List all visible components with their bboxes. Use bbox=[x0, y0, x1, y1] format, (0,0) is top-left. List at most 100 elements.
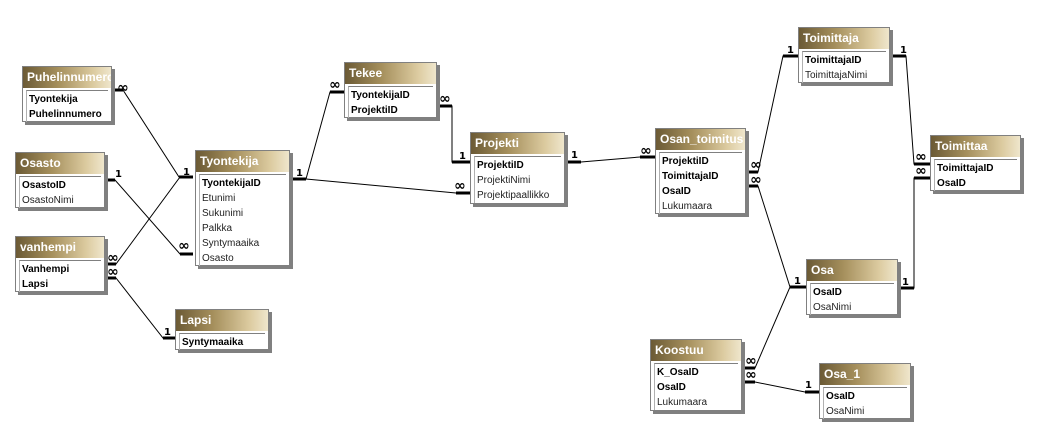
key-field[interactable]: Syntymaaika bbox=[182, 337, 244, 348]
cardinality-one: 1 bbox=[787, 45, 794, 56]
rel-tyontekija-tekee bbox=[290, 91, 344, 180]
key-field[interactable]: ToimittajaID bbox=[662, 171, 719, 182]
table-title[interactable]: Osa bbox=[807, 260, 897, 281]
field-list[interactable]: ProjektiID ToimittajaID OsaID Lukumaara bbox=[659, 152, 742, 214]
key-field[interactable]: Vanhempi bbox=[22, 264, 70, 275]
rel-tyontekija-projekti bbox=[290, 178, 470, 194]
rel-puhelinnumero-tyontekija bbox=[112, 89, 193, 178]
rel-osa-toimittaa bbox=[898, 177, 930, 289]
field[interactable]: ToimittajaNimi bbox=[805, 70, 868, 81]
key-field[interactable]: ToimittajaID bbox=[805, 55, 862, 66]
cardinality-many: ∞ bbox=[454, 178, 466, 194]
key-field[interactable]: ProjektiID bbox=[477, 160, 524, 171]
cardinality-many: ∞ bbox=[750, 157, 762, 173]
table-title[interactable]: Osan_toimitus bbox=[656, 129, 745, 150]
rel-toimittaja-toimittaa bbox=[890, 55, 930, 165]
key-field[interactable]: OsaID bbox=[657, 382, 686, 393]
cardinality-many: ∞ bbox=[439, 91, 451, 107]
table-title[interactable]: Osasto bbox=[16, 153, 104, 174]
cardinality-one: 1 bbox=[900, 45, 907, 56]
field-list[interactable]: K_OsaID OsaID Lukumaara bbox=[654, 363, 738, 410]
cardinality-many: ∞ bbox=[107, 250, 119, 266]
table-title[interactable]: Lapsi bbox=[176, 310, 268, 331]
table-title[interactable]: Puhelinnumero bbox=[23, 67, 111, 88]
cardinality-one: 1 bbox=[164, 327, 171, 338]
field[interactable]: Projektipaallikko bbox=[477, 190, 550, 201]
cardinality-many: ∞ bbox=[915, 149, 927, 165]
field[interactable]: ProjektiNimi bbox=[477, 175, 531, 186]
rel-osantoimitus-toimittaja bbox=[746, 55, 798, 173]
cardinality-one: 1 bbox=[794, 276, 801, 287]
cardinality-many: ∞ bbox=[745, 353, 757, 369]
key-field[interactable]: ProjektiID bbox=[351, 105, 398, 116]
table-title[interactable]: Osa_1 bbox=[820, 364, 910, 385]
table-title[interactable]: Tyontekija bbox=[196, 151, 289, 172]
field[interactable]: Osasto bbox=[202, 253, 234, 264]
field-list[interactable]: OsaID OsaNimi bbox=[810, 283, 894, 315]
table-title[interactable]: Toimittaa bbox=[931, 136, 1020, 157]
cardinality-one: 1 bbox=[459, 151, 466, 162]
key-field[interactable]: OsaID bbox=[662, 186, 691, 197]
field[interactable]: OsaNimi bbox=[826, 406, 865, 417]
table-title[interactable]: Toimittaja bbox=[799, 28, 889, 49]
cardinality-many: ∞ bbox=[329, 77, 341, 93]
key-field[interactable]: K_OsaID bbox=[657, 367, 699, 378]
cardinality-one: 1 bbox=[183, 167, 190, 178]
key-field[interactable]: OsaID bbox=[937, 178, 966, 189]
field-list[interactable]: OsastoID OsastoNimi bbox=[19, 176, 101, 208]
field-list[interactable]: ToimittajaID OsaID bbox=[934, 159, 1017, 191]
key-field[interactable]: ProjektiID bbox=[662, 156, 709, 167]
field-list[interactable]: TyontekijaID ProjektiID bbox=[348, 86, 433, 118]
field-list[interactable]: Syntymaaika bbox=[179, 333, 265, 350]
key-field[interactable]: TyontekijaID bbox=[202, 178, 261, 189]
key-field[interactable]: OsaID bbox=[813, 287, 842, 298]
key-field[interactable]: Lapsi bbox=[22, 279, 49, 290]
cardinality-many: ∞ bbox=[117, 80, 129, 96]
field[interactable]: Lukumaara bbox=[662, 201, 713, 212]
table-title[interactable]: Projekti bbox=[471, 133, 564, 154]
field[interactable]: OsaNimi bbox=[813, 302, 852, 313]
field-list[interactable]: OsaID OsaNimi bbox=[823, 387, 907, 419]
field[interactable]: OsastoNimi bbox=[22, 195, 74, 206]
field[interactable]: Sukunimi bbox=[202, 208, 244, 219]
key-field[interactable]: TyontekijaID bbox=[351, 90, 410, 101]
cardinality-many: ∞ bbox=[640, 143, 652, 159]
cardinality-one: 1 bbox=[115, 169, 122, 180]
key-field[interactable]: Puhelinnumero bbox=[29, 109, 102, 120]
field[interactable]: Etunimi bbox=[202, 193, 236, 204]
key-field[interactable]: OsaID bbox=[826, 391, 855, 402]
key-field[interactable]: ToimittajaID bbox=[937, 163, 994, 174]
table-title[interactable]: Koostuu bbox=[651, 340, 741, 361]
cardinality-one: 1 bbox=[571, 150, 578, 161]
key-field[interactable]: Tyontekija bbox=[29, 94, 78, 105]
field[interactable]: Palkka bbox=[202, 223, 233, 234]
table-title[interactable]: vanhempi bbox=[16, 237, 104, 258]
field[interactable]: Lukumaara bbox=[657, 397, 708, 408]
field-list[interactable]: ToimittajaID ToimittajaNimi bbox=[802, 51, 886, 83]
cardinality-many: ∞ bbox=[750, 172, 762, 188]
cardinality-one: 1 bbox=[296, 168, 303, 179]
cardinality-one: 1 bbox=[805, 380, 812, 391]
field[interactable]: Syntymaaika bbox=[202, 238, 260, 249]
cardinality-many: ∞ bbox=[178, 238, 190, 254]
cardinality-many: ∞ bbox=[107, 264, 119, 280]
table-title[interactable]: Tekee bbox=[345, 63, 436, 84]
key-field[interactable]: OsastoID bbox=[22, 180, 66, 191]
